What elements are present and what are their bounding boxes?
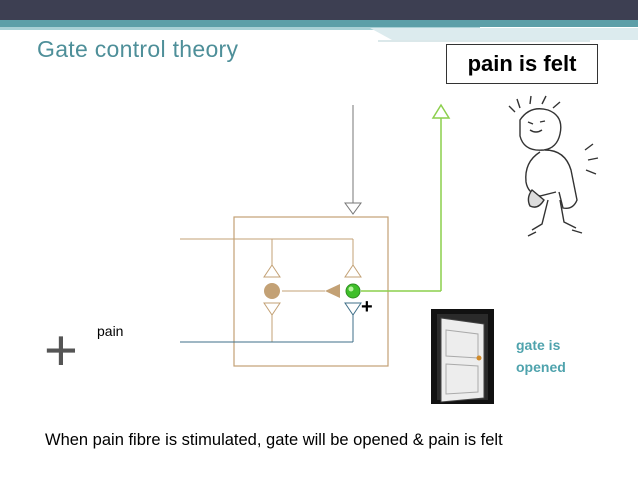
transmission-cell (345, 283, 361, 299)
gate-status-label: gate is opened (516, 334, 586, 378)
header-bar (0, 0, 638, 42)
excitation-plus-sign: + (361, 296, 373, 318)
large-fiber (180, 238, 362, 342)
pain-fiber-label: pain (97, 323, 124, 339)
interneuron-node (264, 283, 280, 299)
pain-fiber (180, 302, 362, 343)
descending-arrowhead (344, 202, 362, 215)
slide-caption: When pain fibre is stimulated, gate will… (45, 431, 503, 449)
gate-status-line2: opened (516, 359, 566, 375)
transmission-path (361, 103, 451, 292)
person-in-pain-icon (500, 95, 610, 248)
open-door-icon (431, 309, 494, 404)
pain-felt-badge: pain is felt (446, 44, 598, 84)
slide-title: Gate control theory (37, 36, 239, 62)
big-plus-sign: + (44, 318, 78, 383)
gate-status-line1: gate is (516, 337, 561, 353)
transmission-cell-highlight (348, 286, 354, 292)
inhibition-arrowhead (325, 284, 340, 298)
